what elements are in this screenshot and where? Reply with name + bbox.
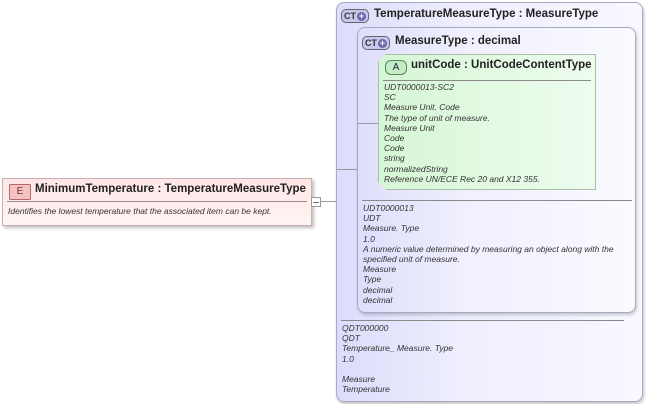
divider [7,201,307,202]
attribute-title: unitCode : UnitCodeContentType [411,59,592,71]
outer-type-title: TemperatureMeasureType : MeasureType [374,8,599,20]
collapse-toggle-icon[interactable] [311,197,321,207]
divider [383,80,591,81]
complex-type-badge-icon: CT+ [341,9,369,23]
inner-type-documentation: UDT0000013 UDT Measure. Type 1.0 A numer… [363,203,614,305]
connector-line [320,201,336,202]
attribute-node-unit-code[interactable]: A unitCode : UnitCodeContentType UDT0000… [378,54,596,190]
attribute-documentation: UDT0000013-SC2 SC Measure Unit. Code The… [384,82,540,184]
element-documentation: Identifies the lowest temperature that t… [8,206,272,216]
complex-type-badge-icon: CT+ [362,36,390,50]
outer-type-documentation: QDT000000 QDT Temperature_ Measure. Type… [342,323,454,395]
connector-line [358,123,378,124]
attribute-badge-icon: A [385,60,407,75]
divider [362,200,632,201]
divider [341,320,624,321]
element-title: MinimumTemperature : TemperatureMeasureT… [35,183,306,195]
complex-type-measure-type[interactable]: CT+ MeasureType : decimal A unitCode : U… [357,27,636,313]
element-badge-icon: E [9,184,31,200]
connector-line [337,169,357,170]
complex-type-temperature-measure-type[interactable]: CT+ TemperatureMeasureType : MeasureType… [336,2,643,402]
element-node-minimum-temperature[interactable]: E MinimumTemperature : TemperatureMeasur… [2,178,312,226]
inner-type-title: MeasureType : decimal [395,35,521,47]
